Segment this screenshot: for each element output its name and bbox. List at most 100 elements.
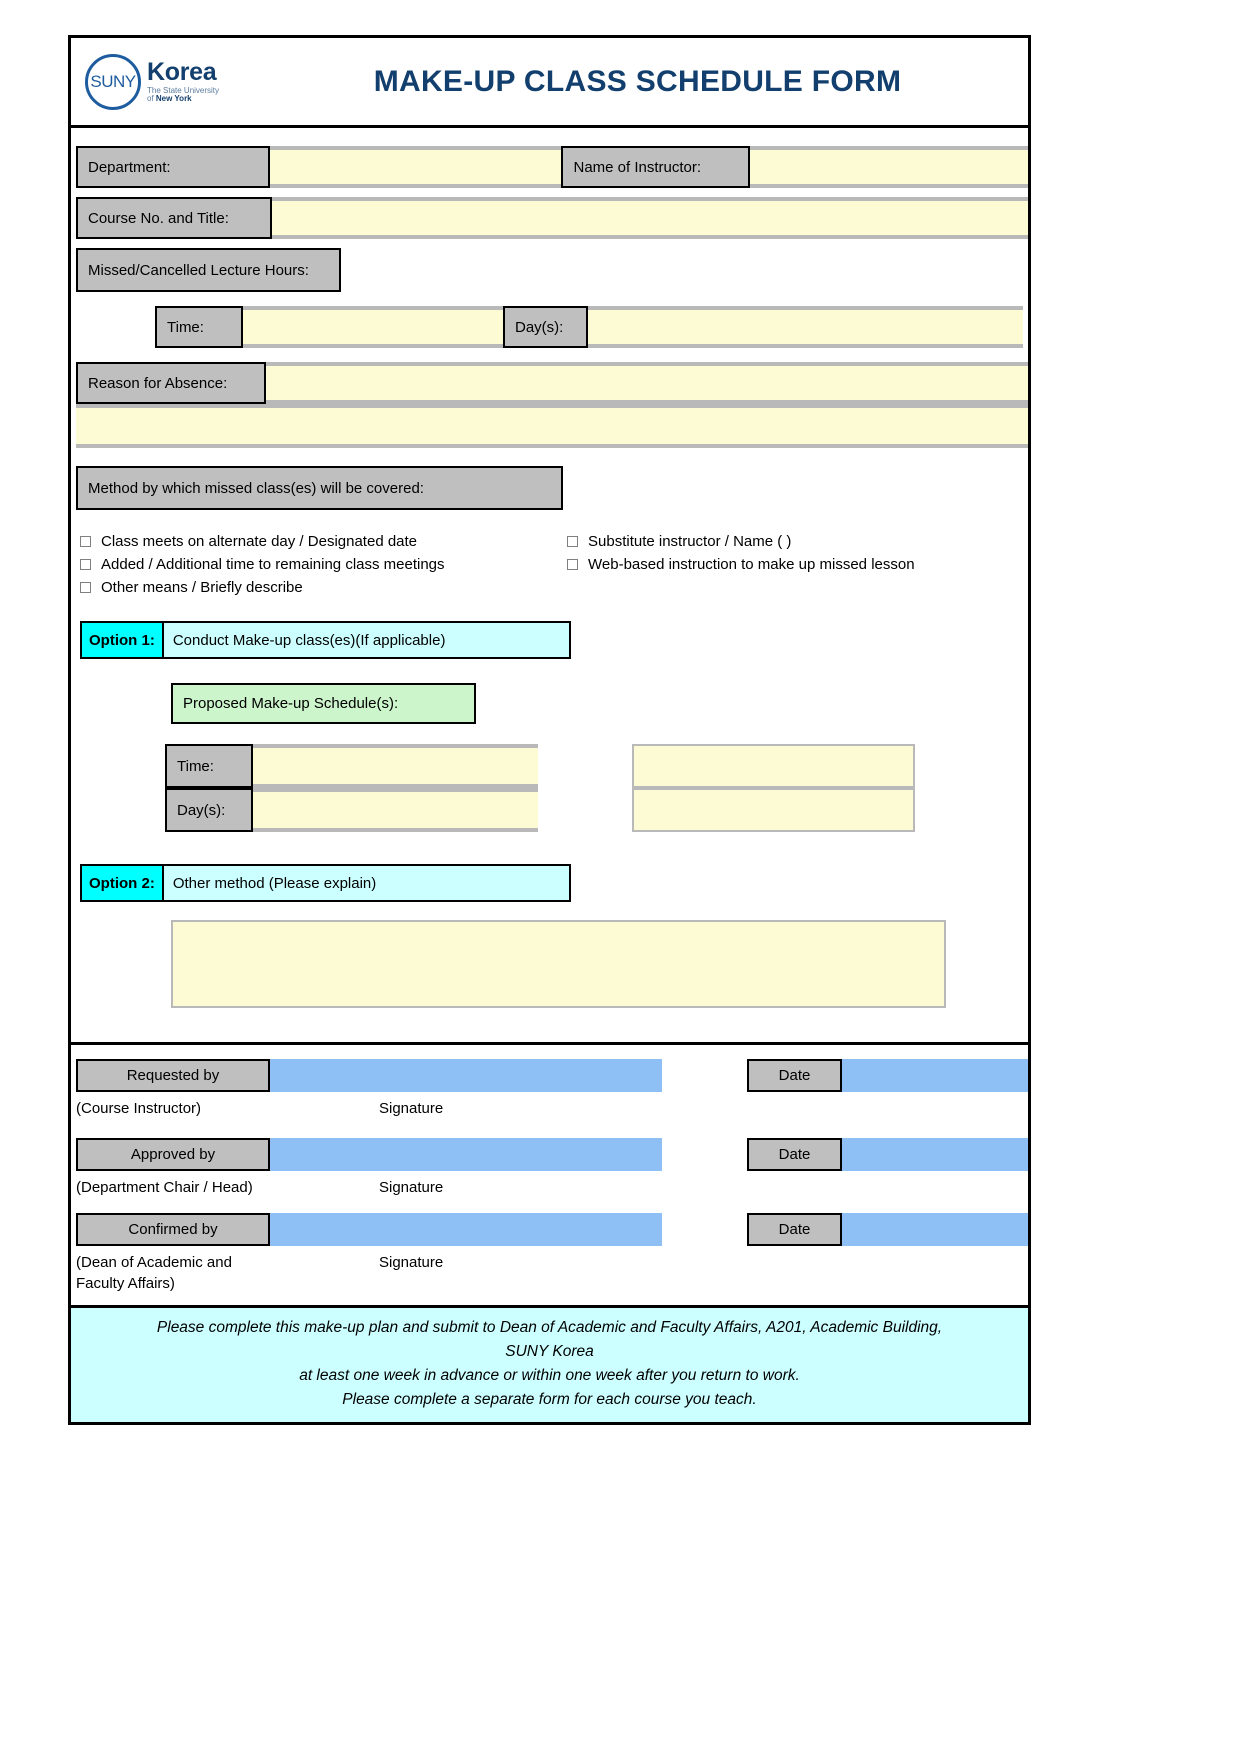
option1-tag: Option 1: xyxy=(82,623,164,657)
footer-line-4: Please complete a separate form for each… xyxy=(342,1391,757,1409)
confirmed-by-label: Confirmed by xyxy=(76,1212,270,1246)
checkbox-icon[interactable] xyxy=(80,559,91,570)
page-title: MAKE-UP CLASS SCHEDULE FORM xyxy=(373,64,902,98)
footer-line-2: SUNY Korea xyxy=(505,1343,594,1361)
checkbox-row-web-based[interactable]: Web-based instruction to make up missed … xyxy=(567,553,915,576)
row-option1-time: Time: xyxy=(71,744,1028,788)
signature-gap xyxy=(662,1138,747,1171)
checkbox-icon[interactable] xyxy=(567,559,578,570)
signature-row-requested: Requested by Date xyxy=(71,1059,1028,1092)
checkbox-label: Added / Additional time to remaining cla… xyxy=(101,556,445,573)
checkbox-icon[interactable] xyxy=(80,536,91,547)
checkbox-row-added-time[interactable]: Added / Additional time to remaining cla… xyxy=(80,553,567,576)
reason-input[interactable] xyxy=(265,362,1028,404)
checkbox-row-alternate-day[interactable]: Class meets on alternate day / Designate… xyxy=(80,530,567,553)
option2-banner: Option 2: Other method (Please explain) xyxy=(80,864,571,902)
row-time-days: Time: Day(s): xyxy=(71,306,1028,348)
requested-by-label: Requested by xyxy=(76,1059,270,1092)
logo-sub-bold: New York xyxy=(155,94,192,103)
reason-label: Reason for Absence: xyxy=(76,362,266,404)
requested-date-input[interactable] xyxy=(842,1059,1028,1092)
option2-tag: Option 2: xyxy=(82,866,164,900)
instructor-label: Name of Instructor: xyxy=(561,146,751,188)
row-department-instructor: Department: Name of Instructor: xyxy=(71,146,1028,188)
suny-circle-icon: SUNY xyxy=(85,53,141,110)
form-footer-note: Please complete this make-up plan and su… xyxy=(71,1305,1028,1423)
approved-date-label: Date xyxy=(747,1137,842,1171)
option2-explain-input[interactable] xyxy=(171,920,946,1008)
option1-days-gap xyxy=(538,788,632,832)
requested-by-signature-input[interactable] xyxy=(270,1059,662,1092)
instructor-input[interactable] xyxy=(750,146,1028,188)
signature-section: Requested by Date (Course Instructor) Si… xyxy=(71,1045,1028,1305)
suny-korea-logo: SUNY Korea The State University of New Y… xyxy=(79,53,315,110)
row-method-heading: Method by which missed class(es) will be… xyxy=(71,466,1028,510)
department-input[interactable] xyxy=(269,146,562,188)
checkbox-label: Substitute instructor / Name ( ) xyxy=(588,533,792,550)
option2-text: Other method (Please explain) xyxy=(163,866,569,900)
reason-input-line2[interactable] xyxy=(76,404,1028,448)
method-checkbox-column-right: Substitute instructor / Name ( ) Web-bas… xyxy=(567,530,915,599)
requested-signature-word: Signature xyxy=(379,1100,444,1117)
signature-sub-approved: (Department Chair / Head) Signature xyxy=(71,1171,1028,1199)
signature-sub-requested: (Course Instructor) Signature xyxy=(71,1092,1028,1120)
approved-by-signature-input[interactable] xyxy=(270,1137,662,1171)
method-heading-label: Method by which missed class(es) will be… xyxy=(76,466,563,510)
checkbox-label: Other means / Briefly describe xyxy=(101,579,303,596)
top-spacer xyxy=(71,128,1028,137)
row-course: Course No. and Title: xyxy=(71,197,1028,239)
option1-time-label: Time: xyxy=(165,744,253,788)
row-missed-hours: Missed/Cancelled Lecture Hours: xyxy=(71,248,1028,292)
checkbox-icon[interactable] xyxy=(80,582,91,593)
requested-role-text: (Course Instructor) xyxy=(76,1100,202,1117)
approved-role-text: (Department Chair / Head) xyxy=(76,1178,253,1196)
form-body-section: Department: Name of Instructor: Course N… xyxy=(71,128,1028,1045)
logo-brand: Korea xyxy=(147,58,217,86)
logo-sub-prefix: of xyxy=(147,94,156,103)
department-label: Department: xyxy=(76,146,270,188)
checkbox-row-substitute-instructor[interactable]: Substitute instructor / Name ( ) xyxy=(567,530,915,553)
confirmed-by-signature-input[interactable] xyxy=(270,1212,662,1246)
row-reason: Reason for Absence: xyxy=(71,362,1028,404)
body-bottom-spacer xyxy=(71,1008,1028,1028)
option1-time-input-alt[interactable] xyxy=(632,744,915,788)
course-label: Course No. and Title: xyxy=(76,197,272,239)
method-checkbox-column-left: Class meets on alternate day / Designate… xyxy=(80,530,567,599)
missed-hours-label: Missed/Cancelled Lecture Hours: xyxy=(76,248,341,292)
option1-days-input[interactable] xyxy=(253,788,538,832)
signature-sub-confirmed: (Dean of Academic and Faculty Affairs) S… xyxy=(71,1246,1028,1306)
course-input[interactable] xyxy=(271,197,1028,239)
checkbox-row-other-means[interactable]: Other means / Briefly describe xyxy=(80,576,567,599)
form-header: SUNY Korea The State University of New Y… xyxy=(71,38,1028,128)
confirmed-role-text: (Dean of Academic and Faculty Affairs) xyxy=(76,1253,232,1293)
signature-row-confirmed: Confirmed by Date xyxy=(71,1212,1028,1246)
confirmed-date-input[interactable] xyxy=(842,1212,1028,1246)
signature-gap xyxy=(662,1059,747,1092)
option1-days-label: Day(s): xyxy=(165,788,253,832)
option1-text: Conduct Make-up class(es)(If applicable) xyxy=(163,623,569,657)
proposed-schedule-label: Proposed Make-up Schedule(s): xyxy=(171,683,476,724)
time-input[interactable] xyxy=(243,306,503,348)
confirmed-date-label: Date xyxy=(747,1212,842,1246)
row-reason-line2 xyxy=(71,404,1028,448)
suny-circle-text: SUNY xyxy=(90,71,136,91)
row-option1-days: Day(s): xyxy=(71,788,1028,832)
checkbox-label: Class meets on alternate day / Designate… xyxy=(101,533,418,550)
option1-time-input[interactable] xyxy=(253,744,538,788)
approved-date-input[interactable] xyxy=(842,1137,1028,1171)
logo-text-block: Korea The State University of New York xyxy=(147,60,219,103)
footer-line-1: Please complete this make-up plan and su… xyxy=(156,1319,943,1336)
option1-time-gap xyxy=(538,744,632,788)
footer-line-3: at least one week in advance or within o… xyxy=(299,1367,800,1385)
confirmed-signature-word: Signature xyxy=(379,1253,444,1271)
checkbox-icon[interactable] xyxy=(567,536,578,547)
approved-signature-word: Signature xyxy=(379,1178,444,1196)
requested-date-label: Date xyxy=(747,1059,842,1092)
option1-days-input-alt[interactable] xyxy=(632,788,915,832)
time-label: Time: xyxy=(155,306,243,348)
days-label: Day(s): xyxy=(503,306,588,348)
logo-subtitle-line1: The State University xyxy=(147,86,220,95)
method-checkbox-group: Class meets on alternate day / Designate… xyxy=(71,530,1028,599)
days-input[interactable] xyxy=(588,306,1023,348)
option2-block: Option 2: Other method (Please explain) xyxy=(71,864,1028,1008)
